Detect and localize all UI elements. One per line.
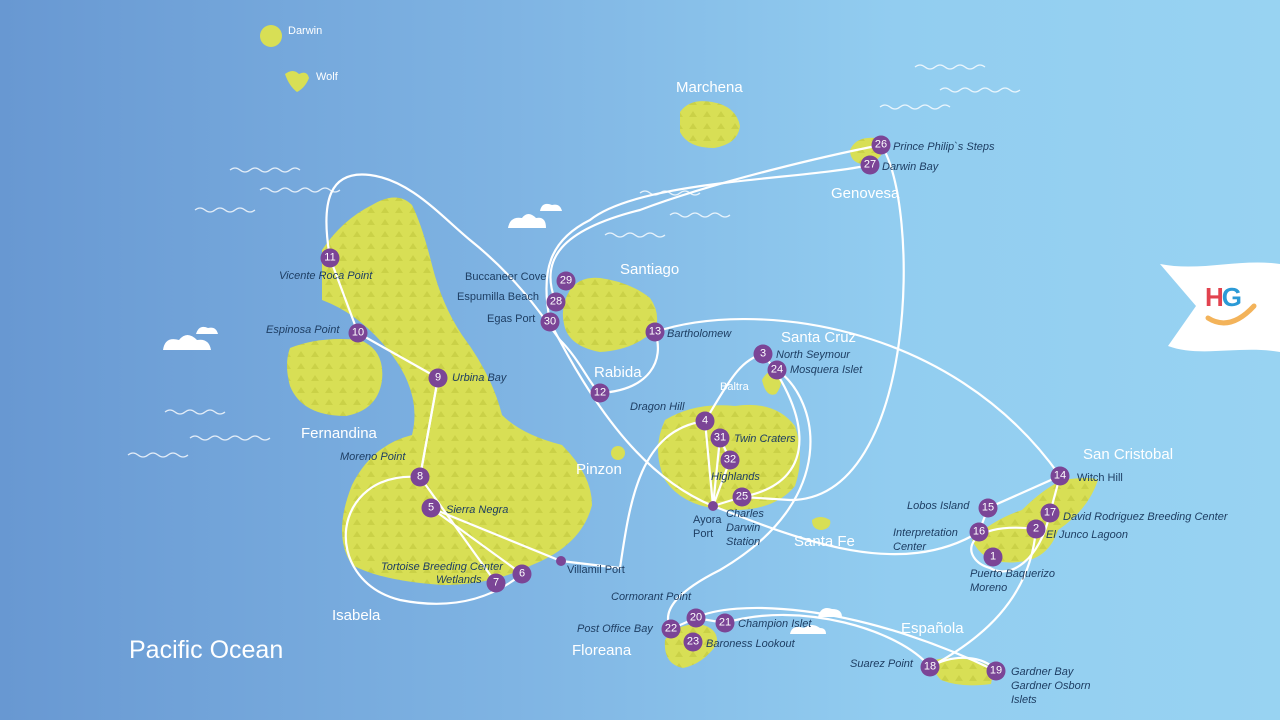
site-marker-11[interactable]: 11	[320, 248, 340, 268]
island-santiago	[562, 277, 658, 352]
site-label: Highlands	[711, 471, 760, 483]
site-label: Champion Islet	[738, 618, 812, 630]
site-marker-20[interactable]: 20	[686, 608, 706, 628]
site-label: Tortoise Breeding Center	[381, 561, 503, 573]
site-marker-23[interactable]: 23	[683, 632, 703, 652]
site-marker-2[interactable]: 2	[1026, 519, 1046, 539]
site-marker-25[interactable]: 25	[732, 487, 752, 507]
site-label: Interpretation Center	[893, 527, 958, 553]
site-label: Wetlands	[436, 574, 482, 586]
site-marker-28[interactable]: 28	[546, 292, 566, 312]
site-label: Prince Philip`s Steps	[893, 141, 995, 153]
site-marker-1[interactable]: 1	[983, 547, 1003, 567]
site-label: Egas Port	[487, 313, 536, 325]
island-isabela	[322, 197, 592, 585]
island-darwin	[260, 25, 282, 47]
hg-flag	[1160, 262, 1280, 352]
site-label: Bartholomew	[667, 328, 732, 340]
site-marker-24[interactable]: 24	[767, 360, 787, 380]
island-label-espanola: Española	[901, 620, 964, 637]
clouds	[163, 203, 842, 634]
site-label: Gardner Bay Gardner Osborn Islets	[1011, 666, 1091, 706]
site-label: Urbina Bay	[452, 372, 507, 384]
logo-h: H	[1205, 282, 1224, 312]
site-marker-16[interactable]: 16	[969, 522, 989, 542]
site-label: Sierra Negra	[446, 504, 509, 516]
wave-marks	[127, 64, 1021, 458]
site-marker-29[interactable]: 29	[556, 271, 576, 291]
island-label-santiago: Santiago	[620, 261, 680, 278]
site-label: Darwin Bay	[882, 161, 939, 173]
site-label: Cormorant Point	[611, 591, 692, 603]
port-dot[interactable]	[556, 556, 566, 566]
site-marker-21[interactable]: 21	[715, 613, 735, 633]
island-pinzon	[611, 446, 625, 460]
site-label: El Junco Lagoon	[1046, 529, 1128, 541]
site-marker-14[interactable]: 14	[1050, 466, 1070, 486]
site-marker-15[interactable]: 15	[978, 498, 998, 518]
port-label: Villamil Port	[567, 564, 625, 576]
island-label-rabida: Rabida	[594, 364, 642, 381]
site-label: Moreno Point	[340, 451, 406, 463]
site-marker-5[interactable]: 5	[421, 498, 441, 518]
site-marker-9[interactable]: 9	[428, 368, 448, 388]
site-marker-19[interactable]: 19	[986, 661, 1006, 681]
site-label: Post Office Bay	[577, 623, 653, 635]
site-label: Espinosa Point	[266, 324, 340, 336]
site-label: Witch Hill	[1077, 472, 1123, 484]
ocean-label: Pacific Ocean	[129, 636, 284, 664]
site-marker-13[interactable]: 13	[645, 322, 665, 342]
island-santa-fe	[812, 517, 831, 530]
site-label: Mosquera Islet	[790, 364, 863, 376]
island-label-san-cristobal: San Cristobal	[1083, 446, 1174, 463]
site-label: North Seymour	[776, 349, 850, 361]
site-label: Lobos Island	[907, 500, 970, 512]
site-label: Buccaneer Cove	[465, 271, 547, 283]
logo-g: G	[1221, 282, 1242, 312]
site-marker-12[interactable]: 12	[590, 383, 610, 403]
island-marchena	[680, 101, 740, 148]
island-label-santa-fe: Santa Fe	[794, 533, 855, 550]
island-label-pinzon: Pinzon	[576, 461, 622, 478]
site-marker-18[interactable]: 18	[920, 657, 940, 677]
site-marker-30[interactable]: 30	[540, 312, 560, 332]
site-label: Espumilla Beach	[457, 291, 539, 303]
site-marker-10[interactable]: 10	[348, 323, 368, 343]
site-label: Dragon Hill	[630, 401, 685, 413]
port-dot[interactable]	[708, 501, 718, 511]
site-marker-7[interactable]: 7	[486, 573, 506, 593]
island-label-santa-cruz: Santa Cruz	[781, 329, 857, 346]
island-label-genovesa: Genovesa	[831, 185, 900, 202]
site-marker-4[interactable]: 4	[695, 411, 715, 431]
site-marker-6[interactable]: 6	[512, 564, 532, 584]
site-label: David Rodriguez Breeding Center	[1063, 511, 1228, 523]
site-marker-31[interactable]: 31	[710, 428, 730, 448]
island-label-isabela: Isabela	[332, 607, 381, 624]
site-label: Twin Craters	[734, 433, 796, 445]
site-label: Charles Darwin Station	[726, 508, 764, 548]
site-label: Puerto Baquerizo Moreno	[970, 568, 1055, 594]
island-wolf	[285, 71, 309, 92]
island-label-baltra: Baltra	[720, 381, 749, 393]
island-espanola	[933, 657, 993, 686]
island-label-marchena: Marchena	[676, 79, 743, 96]
site-marker-26[interactable]: 26	[871, 135, 891, 155]
site-marker-3[interactable]: 3	[753, 344, 773, 364]
site-label: Vicente Roca Point	[279, 270, 373, 282]
island-fernandina	[287, 339, 383, 416]
site-marker-32[interactable]: 32	[720, 450, 740, 470]
islands	[260, 25, 1098, 686]
island-label-wolf: Wolf	[316, 71, 338, 83]
site-marker-8[interactable]: 8	[410, 467, 430, 487]
site-marker-22[interactable]: 22	[661, 619, 681, 639]
island-label-fernandina: Fernandina	[301, 425, 377, 442]
site-label: Suarez Point	[850, 658, 913, 670]
site-label: Baroness Lookout	[706, 638, 795, 650]
site-marker-27[interactable]: 27	[860, 155, 880, 175]
hg-logo: HG	[1205, 282, 1242, 313]
island-label-floreana: Floreana	[572, 642, 632, 659]
island-label-darwin: Darwin	[288, 25, 323, 37]
site-marker-17[interactable]: 17	[1040, 503, 1060, 523]
port-label: Ayora Port	[693, 514, 722, 540]
